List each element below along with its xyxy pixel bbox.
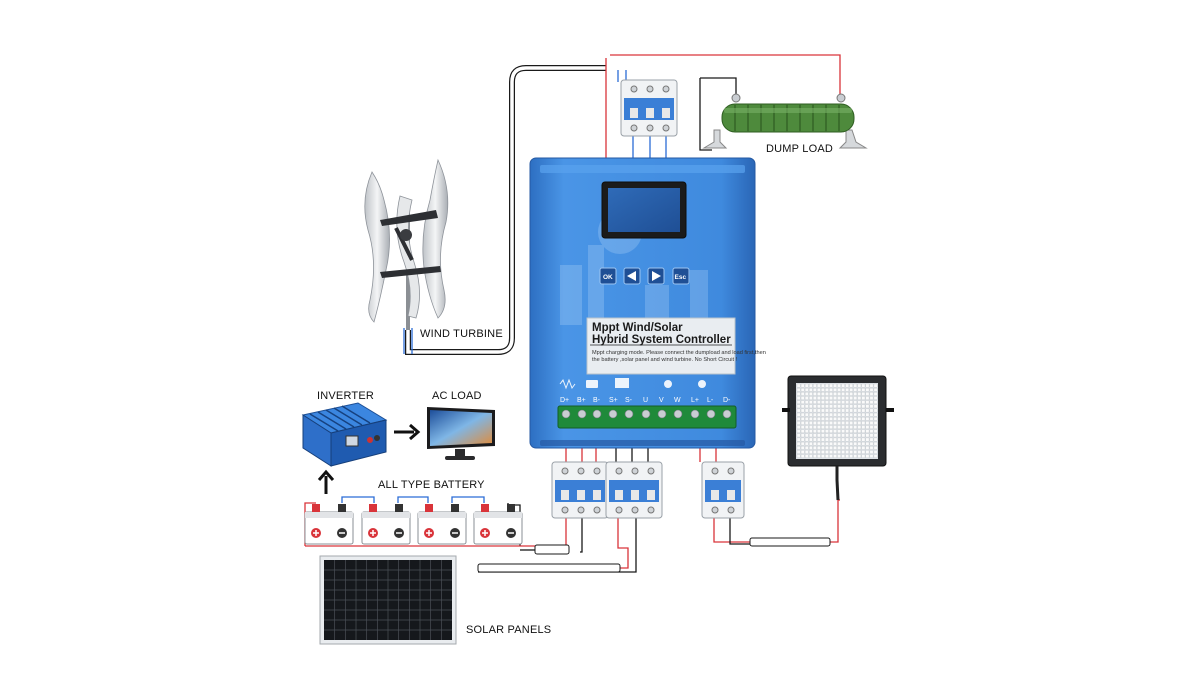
terminal-label: L+ bbox=[691, 397, 699, 404]
ac-load-monitor bbox=[427, 407, 495, 460]
svg-text:Esc: Esc bbox=[675, 274, 687, 281]
terminal-label: S+ bbox=[609, 397, 618, 404]
controller-title-line2: Hybrid System Controller bbox=[592, 334, 731, 346]
controller-title-line1: Mppt Wind/Solar bbox=[592, 322, 683, 334]
terminal-label: W bbox=[674, 397, 681, 404]
solar-panels-label: SOLAR PANELS bbox=[466, 624, 552, 636]
esc-button[interactable] bbox=[672, 267, 690, 285]
terminal-icons bbox=[559, 378, 706, 390]
load-breaker bbox=[701, 461, 745, 519]
battery bbox=[304, 504, 354, 545]
inverter bbox=[301, 402, 388, 467]
wind-turbine bbox=[364, 158, 449, 330]
wires bbox=[304, 54, 841, 573]
controller-note: Mppt charging mode. Please connect the d… bbox=[592, 350, 766, 363]
dump-load-resistor bbox=[702, 93, 868, 149]
terminal-screws bbox=[561, 409, 732, 419]
terminal-label: L- bbox=[707, 397, 714, 404]
breakers bbox=[477, 79, 831, 573]
solar-breaker bbox=[605, 461, 663, 519]
terminal-label: D- bbox=[723, 397, 731, 404]
controller-title: Mppt Wind/Solar Hybrid System Controller bbox=[592, 322, 731, 346]
battery bbox=[417, 504, 467, 545]
terminal-label: B- bbox=[593, 397, 601, 404]
hybrid-controller: OK Esc D+ B+ B- S+ S- U V W L+ bbox=[529, 157, 756, 449]
terminal-labels: D+ B+ B- S+ S- U V W L+ L- D- bbox=[560, 397, 731, 404]
battery-label: ALL TYPE BATTERY bbox=[378, 479, 485, 491]
dump-load-label: DUMP LOAD bbox=[766, 143, 833, 155]
terminal-label: D+ bbox=[560, 397, 569, 404]
inverter-label: INVERTER bbox=[317, 390, 375, 402]
batteries bbox=[304, 504, 523, 545]
control-buttons: OK Esc bbox=[599, 267, 690, 285]
right-arrow-icon bbox=[394, 423, 421, 441]
battery bbox=[473, 504, 523, 545]
svg-text:OK: OK bbox=[603, 274, 613, 281]
led-flood-light bbox=[782, 375, 894, 501]
terminal-label: B+ bbox=[577, 397, 586, 404]
battery-breaker bbox=[551, 461, 609, 519]
terminal-label: S- bbox=[625, 397, 633, 404]
ac-load-label: AC LOAD bbox=[432, 390, 482, 402]
battery bbox=[361, 504, 411, 545]
solar-panel bbox=[319, 555, 457, 645]
terminal-label: U bbox=[643, 397, 648, 404]
info-label bbox=[586, 317, 736, 375]
wind-turbine-label: WIND TURBINE bbox=[420, 328, 503, 340]
up-arrow-icon bbox=[317, 469, 335, 494]
top-breaker bbox=[620, 79, 678, 137]
ok-button[interactable] bbox=[599, 267, 617, 285]
terminal-label: V bbox=[659, 397, 664, 404]
